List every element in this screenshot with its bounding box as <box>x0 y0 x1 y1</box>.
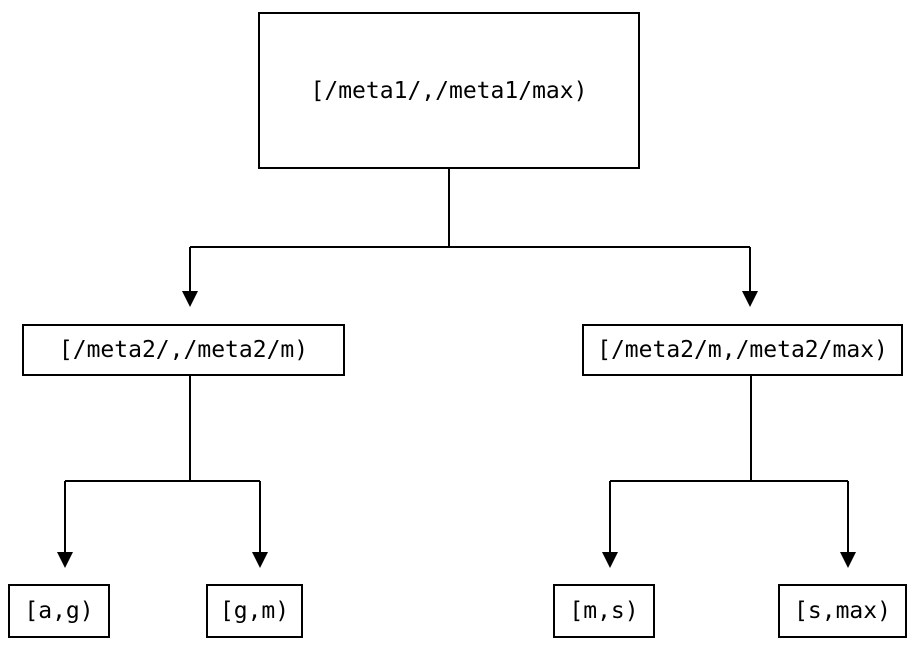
arrowhead-left-child-icon <box>182 291 198 307</box>
node-leaf-a-g: [a,g) <box>8 584 110 638</box>
node-right-interval: [/meta2/m,/meta2/max) <box>582 324 903 376</box>
arrowhead-leaf4-icon <box>840 552 856 568</box>
node-leaf-m-s: [m,s) <box>553 584 655 638</box>
node-leaf-g-m: [g,m) <box>206 584 303 638</box>
node-leaf-s-max: [s,max) <box>778 584 907 638</box>
node-root-interval: [/meta1/,/meta1/max) <box>258 12 640 169</box>
node-left-interval: [/meta2/,/meta2/m) <box>22 324 345 376</box>
arrowhead-leaf1-icon <box>57 552 73 568</box>
arrowhead-leaf3-icon <box>602 552 618 568</box>
arrowhead-right-child-icon <box>742 291 758 307</box>
arrowhead-leaf2-icon <box>252 552 268 568</box>
